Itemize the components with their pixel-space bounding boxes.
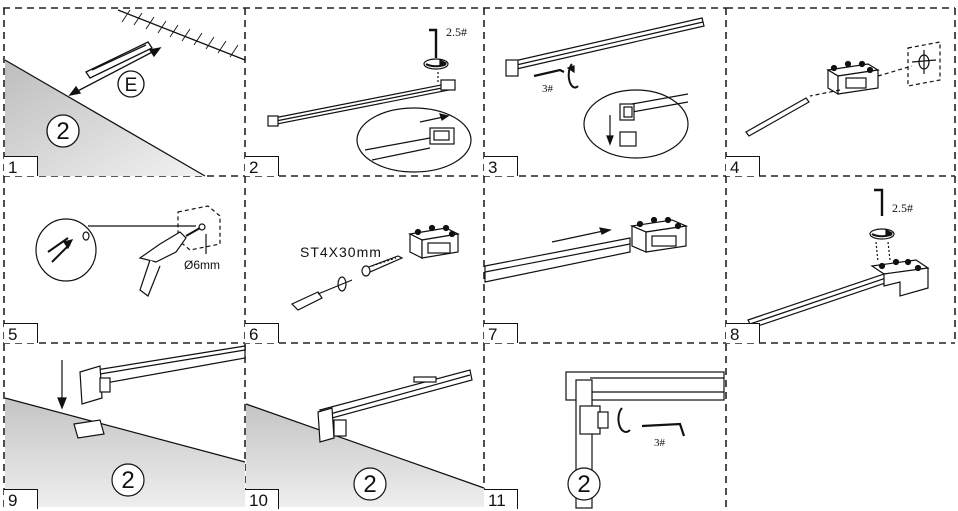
label-hex-key-panel-3: 3# [542, 83, 554, 95]
step-number-3: 3 [484, 156, 518, 177]
panel-10-art [245, 369, 485, 507]
panel-3-art [505, 17, 705, 159]
label-part-2-panel-1: 2 [56, 118, 69, 145]
step-number-7: 7 [484, 323, 518, 344]
step-number-9: 9 [4, 489, 38, 510]
label-hex-key-panel-8: 2.5# [892, 201, 913, 215]
label-part-2-panel-10: 2 [363, 471, 376, 498]
panel-7-art [484, 216, 689, 283]
label-part-2-panel-11: 2 [577, 471, 590, 498]
panel-2-art [267, 28, 472, 173]
label-part-e: E [125, 75, 138, 96]
step-number-11: 11 [484, 489, 518, 510]
step-number-8: 8 [726, 323, 760, 344]
panel-6-art [290, 224, 460, 311]
panel-9-art [4, 345, 246, 507]
label-screw-size: ST4X30mm [300, 244, 382, 260]
step-number-1: 1 [4, 156, 38, 177]
panel-1-art [4, 9, 246, 177]
step-number-10: 10 [245, 489, 279, 510]
label-hex-key-panel-11: 3# [654, 437, 666, 449]
label-drill-size: Ø6mm [184, 258, 220, 272]
label-hex-key-panel-2: 2.5# [446, 25, 467, 39]
panel-11-art [565, 371, 725, 509]
panel-5-art [35, 205, 221, 297]
step-number-2: 2 [245, 156, 279, 177]
panel-8-art [747, 188, 930, 329]
step-number-5: 5 [4, 323, 38, 344]
step-number-6: 6 [245, 323, 279, 344]
label-part-2-panel-9: 2 [121, 467, 134, 494]
step-number-4: 4 [726, 156, 760, 177]
panel-4-art [745, 41, 941, 137]
